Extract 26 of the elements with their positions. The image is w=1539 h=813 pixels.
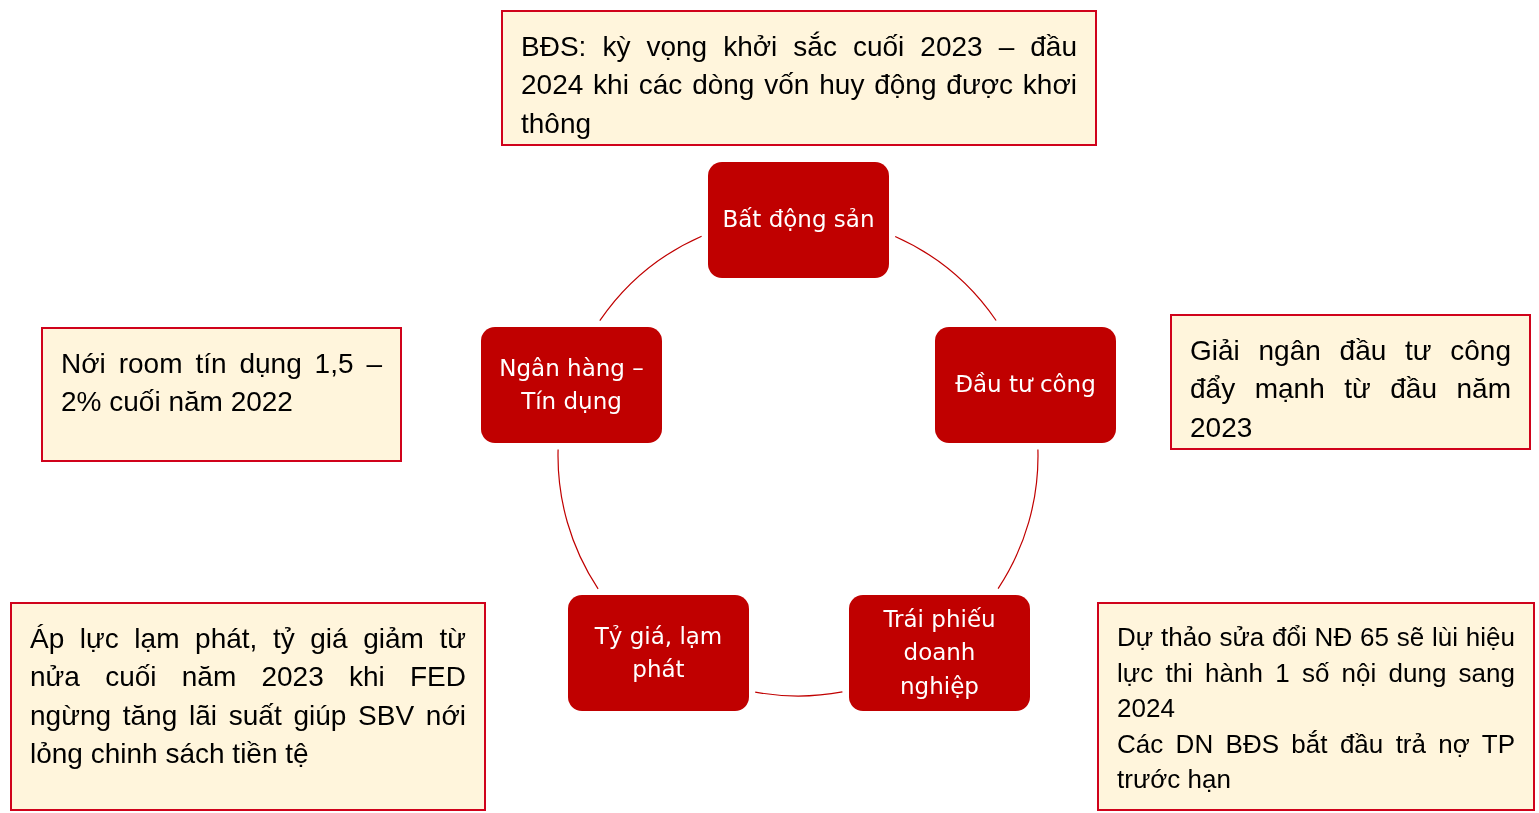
note-text: Dự thảo sửa đổi NĐ 65 sẽ lùi hiệu lực thi hành 1 số nội dung sang 2024 [1117, 621, 1515, 726]
note-text: BĐS: kỳ vọng khởi sắc cuối 2023 – đầu 2024 khi các dòng vốn huy động được khơi thông [521, 30, 1077, 141]
connector-arc [997, 448, 1039, 590]
note-text: Giải ngân đầu tư công đẩy mạnh từ đầu năm 2023 [1190, 334, 1511, 445]
topic-text: Trái phiếu doanh nghiệp [882, 605, 997, 701]
topic-text: Ngân hàng – Tín dụng [498, 353, 645, 416]
note-text: Nới room tín dụng 1,5 – 2% cuối năm 2022 [61, 347, 382, 420]
note-box [1097, 602, 1535, 811]
topic-box [568, 595, 749, 711]
note-text: Các DN BĐS bắt đầu trả nợ TP trước hạn [1117, 727, 1515, 797]
topic-text: Tỷ giá, lạm phát [593, 621, 724, 684]
connector-arc [894, 235, 997, 322]
topic-text: Bất động sản [722, 205, 875, 235]
connector-arc [599, 235, 703, 322]
note-text: Áp lực lạm phát, tỷ giá giảm từ nửa cuối năm 2023 khi FED ngừng tăng lãi suất giúp SBV nới lỏng chinh sách tiền tệ [30, 622, 466, 772]
topic-box [481, 327, 662, 443]
note-box [1170, 314, 1531, 450]
connector-arc [754, 691, 843, 697]
note-box [501, 10, 1097, 146]
note-box [10, 602, 486, 811]
note-box [41, 327, 402, 462]
topic-text: Đầu tư công [955, 370, 1096, 400]
topic-box [849, 595, 1030, 711]
topic-box [935, 327, 1116, 443]
connector-arc [557, 448, 599, 590]
topic-box [708, 162, 889, 278]
